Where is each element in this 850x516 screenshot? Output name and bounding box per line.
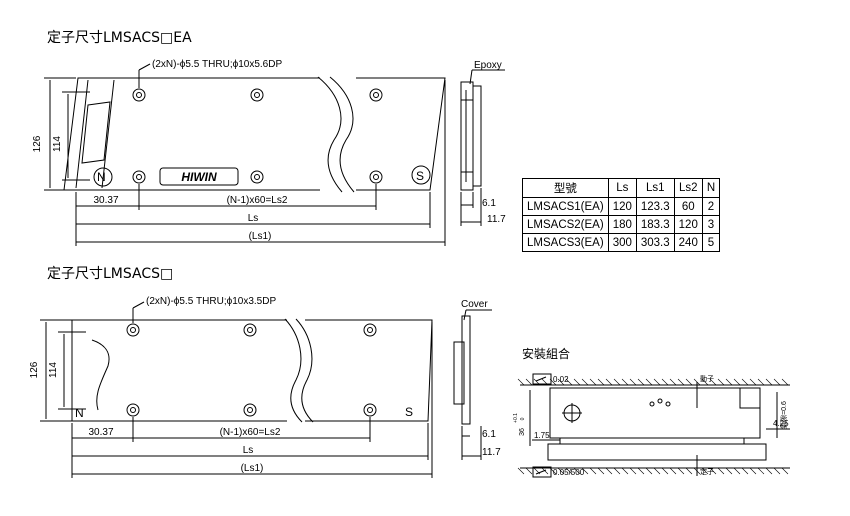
section2-title: 定子尺寸LMSACS□ <box>47 266 174 282</box>
dim-36: 36 <box>519 428 526 436</box>
dim-61-2: 6.1 <box>482 429 496 440</box>
assembly-hatch <box>517 378 789 475</box>
tol-plus: +0.1 <box>513 413 519 423</box>
cell: 5 <box>701 233 721 252</box>
section1-title: 定子尺寸LMSACS□EA <box>47 30 192 46</box>
table-row: LMSACS2(EA) 180 183.3 120 3 <box>522 215 721 234</box>
cell: 60 <box>673 197 703 216</box>
epoxy-label: Epoxy <box>474 60 502 71</box>
dim-3037-2: 30.37 <box>88 427 113 438</box>
cell: 120 <box>673 215 703 234</box>
cell: 180 <box>607 215 637 234</box>
cell: 300 <box>607 233 637 252</box>
table-row: LMSACS3(EA) 300 303.3 240 5 <box>522 233 721 252</box>
mover-label: 動子 <box>700 374 714 383</box>
pole-n-label-2: N <box>75 406 84 420</box>
cell: 3 <box>701 215 721 234</box>
cell: 120 <box>607 197 637 216</box>
side-view-cover <box>453 309 492 460</box>
dims-section1 <box>44 77 446 246</box>
cell: LMSACS1(EA) <box>522 197 609 216</box>
cell: 123.3 <box>635 197 675 216</box>
table-row: LMSACS1(EA) 120 123.3 60 2 <box>522 197 721 216</box>
dim-ls-2: Ls <box>243 445 254 456</box>
cover-label: Cover <box>461 299 488 310</box>
hiwin-logo-text: HIWIN <box>181 170 217 184</box>
table-header-row: 型號 Ls Ls1 Ls2 N <box>522 178 721 198</box>
dim-3037-1: 30.37 <box>93 195 118 206</box>
dims-section2 <box>40 319 433 478</box>
th-model: 型號 <box>522 178 609 198</box>
dim-175: 1.75 <box>534 431 550 440</box>
pole-s-label-2: S <box>405 405 413 419</box>
stator-std-outline <box>71 318 433 423</box>
cell: 240 <box>673 233 703 252</box>
th-ls1: Ls1 <box>635 178 675 198</box>
cell: LMSACS2(EA) <box>522 215 609 234</box>
flatness-top: 0.02 <box>553 375 569 384</box>
holes-callout-2: (2xN)-ϕ5.5 THRU;ϕ10x3.5DP <box>146 296 276 307</box>
holes-callout-1: (2xN)-ϕ5.5 THRU;ϕ10x5.6DP <box>152 59 282 70</box>
flatness-bottom: 0.05/500 <box>553 468 585 477</box>
th-ls: Ls <box>607 178 637 198</box>
model-spec-table: 型號 Ls Ls1 Ls2 N LMSACS1(EA) 120 123.3 60… <box>522 178 721 252</box>
cell: 2 <box>701 197 721 216</box>
dim-126-1: 126 <box>32 135 43 152</box>
hiwin-logo-box <box>159 167 239 186</box>
assembly-title: 安裝組合 <box>522 347 571 361</box>
cell: LMSACS3(EA) <box>522 233 609 252</box>
dim-114-2: 114 <box>48 362 59 378</box>
pole-s-label-1: S <box>416 169 424 183</box>
th-n: N <box>701 178 721 198</box>
th-ls2: Ls2 <box>673 178 703 198</box>
dim-117-2: 11.7 <box>482 447 501 458</box>
pole-n-label-1: N <box>97 170 106 184</box>
stator-ea-holes <box>93 88 431 187</box>
cell: 303.3 <box>635 233 675 252</box>
side-view-epoxy <box>460 69 505 226</box>
dim-pitch-1: (N-1)x60=Ls2 <box>227 195 288 206</box>
stator-ea-outline <box>63 76 446 193</box>
tol-zero: 0 <box>520 417 526 420</box>
airgap-label: 氣隙=0.6 <box>779 401 788 429</box>
dim-61-1: 6.1 <box>482 198 496 209</box>
stator-std-holes <box>126 323 377 417</box>
dim-pitch-2: (N-1)x60=Ls2 <box>220 427 281 438</box>
dim-ls1-2: (Ls1) <box>241 463 264 474</box>
dim-126-2: 126 <box>29 361 40 378</box>
dim-117-1: 11.7 <box>487 214 506 225</box>
dim-ls-1: Ls <box>248 213 259 224</box>
dim-114-1: 114 <box>52 136 63 152</box>
assembly-drawing <box>520 373 790 478</box>
dim-ls1-1: (Ls1) <box>249 231 272 242</box>
stator-label: 定子 <box>700 467 714 476</box>
cell: 183.3 <box>635 215 675 234</box>
dim-425: 4.25 <box>773 419 789 428</box>
